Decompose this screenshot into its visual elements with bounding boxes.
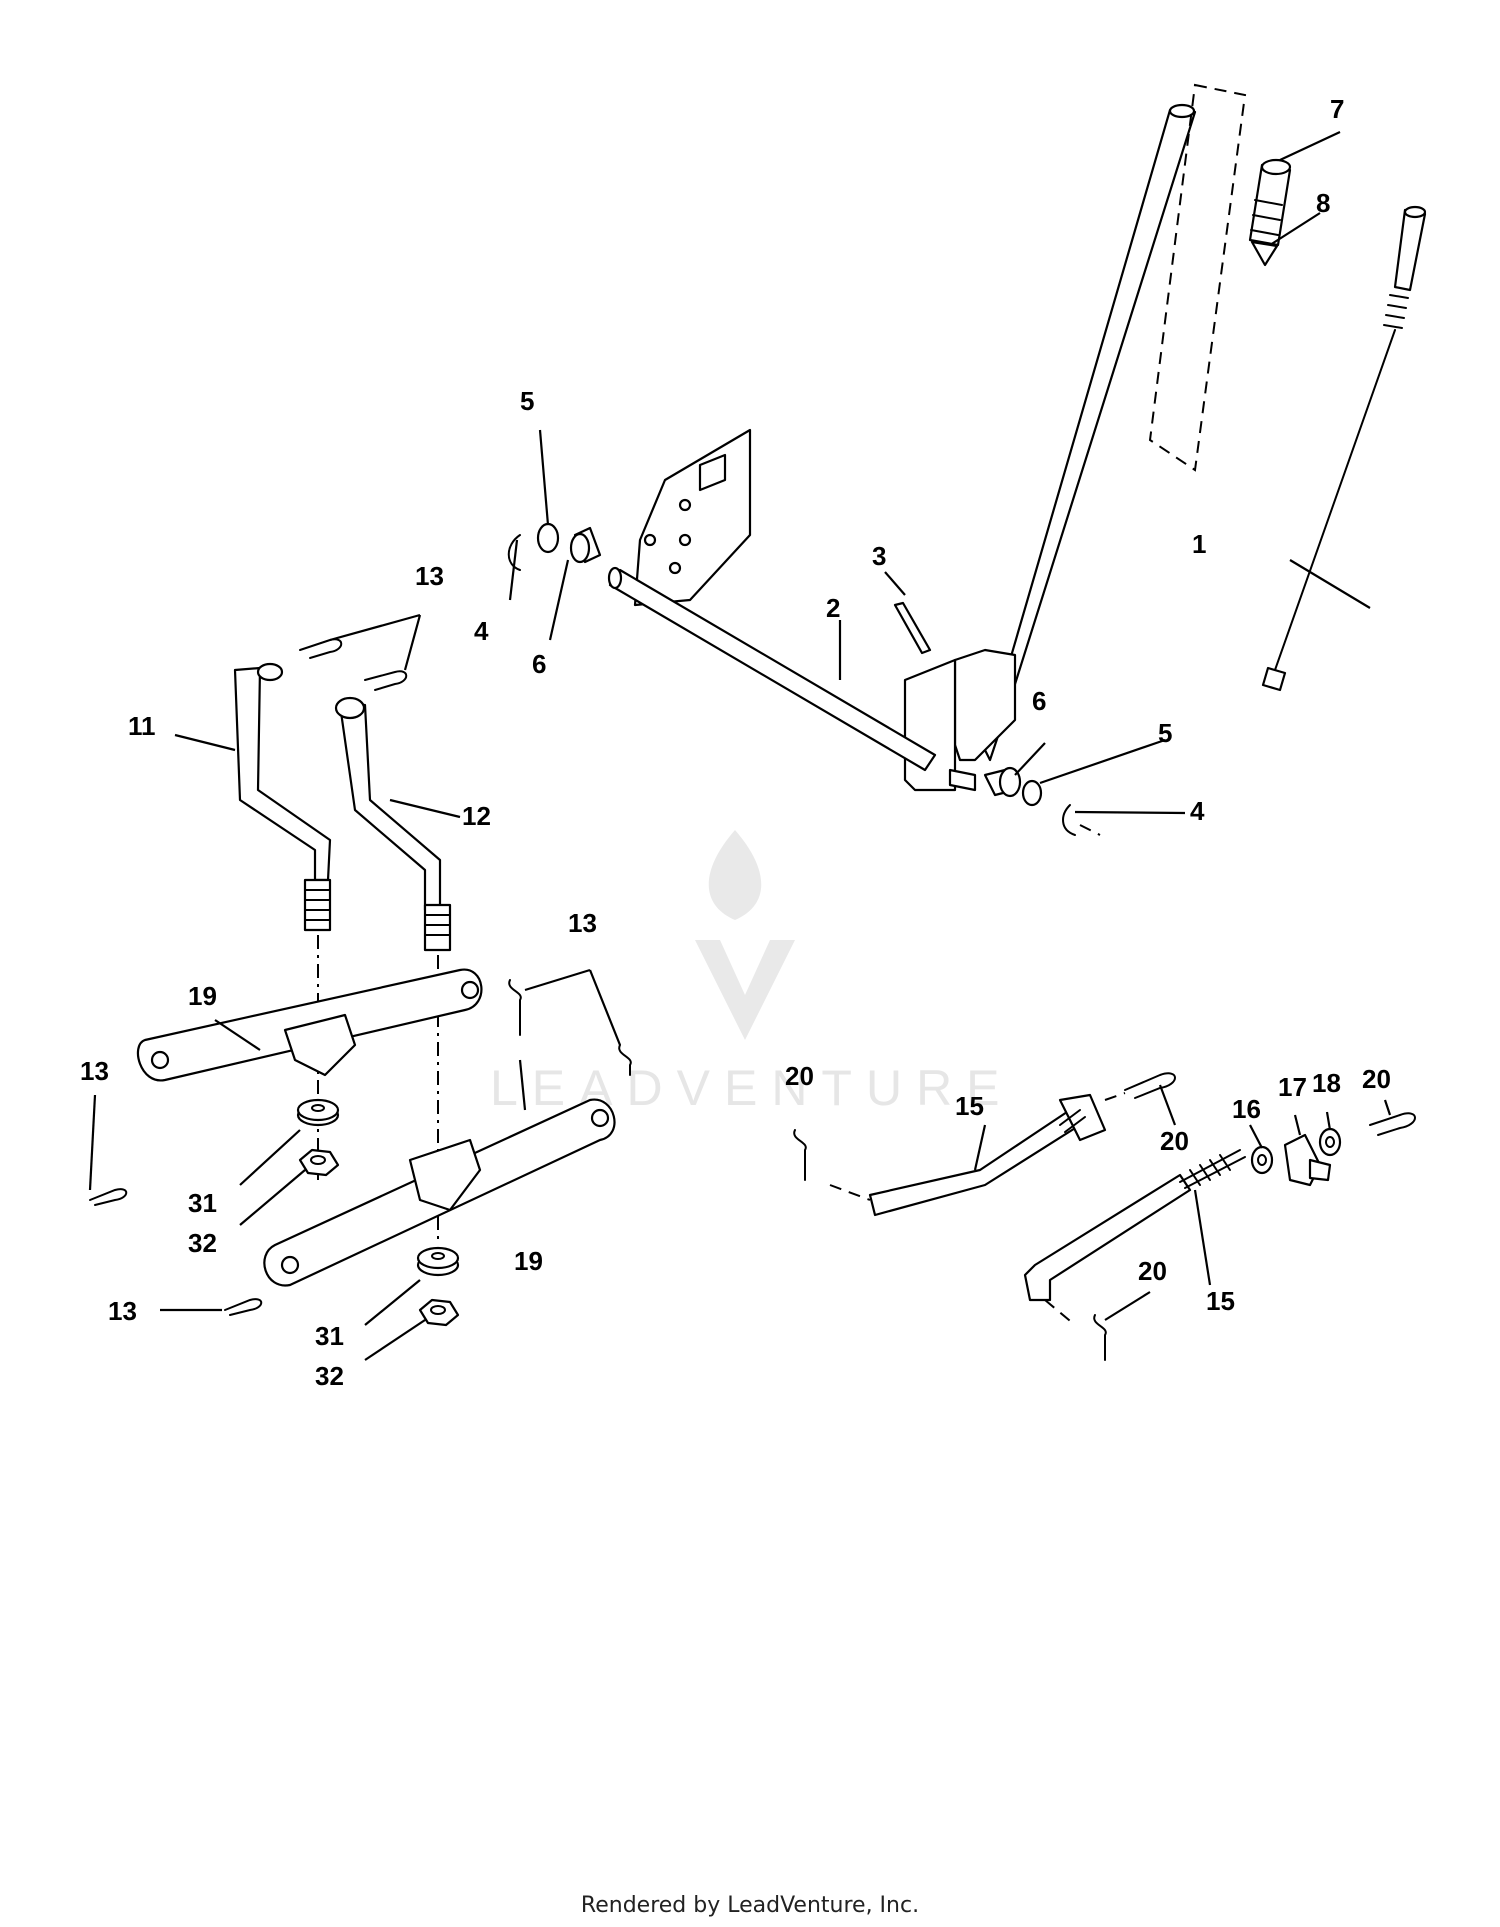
roll-pin (893, 601, 932, 655)
callout-20-right: 20 (1362, 1064, 1391, 1094)
hairpin-clips-20 (793, 1072, 1416, 1361)
callout-13-bottom: 13 (108, 1296, 137, 1326)
callout-20-left: 20 (785, 1061, 814, 1091)
callout-13-left: 13 (80, 1056, 109, 1086)
footer-credit: Rendered by LeadVenture, Inc. (580, 1893, 920, 1918)
lift-arm-19-upper (136, 968, 483, 1082)
callout-17: 17 (1278, 1072, 1307, 1102)
hairpin-clips-13-top (299, 638, 408, 691)
callout-2: 2 (826, 593, 840, 623)
trunnion-17 (1283, 1133, 1332, 1187)
callout-12: 12 (462, 801, 491, 831)
washer-18 (1318, 1127, 1342, 1157)
callout-31-upper: 31 (188, 1188, 217, 1218)
mounting-plate (633, 428, 752, 607)
callout-8: 8 (1316, 188, 1330, 218)
callout-3: 3 (872, 541, 886, 571)
callout-11: 11 (128, 711, 156, 741)
hairpin-clips-13-lower (89, 979, 632, 1316)
callout-6-right: 6 (1032, 686, 1046, 716)
lift-lever (903, 103, 1197, 792)
callout-5-right: 5 (1158, 718, 1172, 748)
callout-5-left: 5 (520, 386, 534, 416)
callout-32-lower: 32 (315, 1361, 344, 1391)
bushing-31-lower (416, 1246, 460, 1277)
drive-rod-15-lower (1023, 1149, 1246, 1326)
callout-4-right: 4 (1190, 796, 1205, 826)
callout-31-lower: 31 (315, 1321, 344, 1351)
leader-lines (88, 131, 1392, 1361)
nut-32-lower (418, 1298, 460, 1327)
callout-15-lower: 15 (1206, 1286, 1235, 1316)
watermark-text: LEADVENTURE (490, 1060, 1014, 1116)
left-shaft-hardware (507, 522, 602, 571)
callout-20-lower: 20 (1138, 1256, 1167, 1286)
callout-7: 7 (1330, 94, 1344, 124)
right-shaft-hardware (948, 766, 1101, 836)
callout-13-top: 13 (415, 561, 444, 591)
callout-19-upper: 19 (188, 981, 217, 1011)
callout-1: 1 (1192, 529, 1206, 559)
lift-cable (1261, 205, 1427, 692)
watermark: LEADVENTURE (490, 830, 1014, 1116)
callout-16: 16 (1232, 1094, 1261, 1124)
callout-18: 18 (1312, 1068, 1341, 1098)
handle-grip (1148, 83, 1292, 472)
bushing-31-upper (296, 1098, 340, 1127)
callout-labels: 1 2 3 4 4 5 5 6 6 7 8 11 12 13 13 13 13 … (80, 94, 1391, 1391)
callout-20-upper: 20 (1160, 1126, 1189, 1156)
callout-13-middle: 13 (568, 908, 597, 938)
callout-6-left: 6 (532, 649, 546, 679)
callout-19-lower: 19 (514, 1246, 543, 1276)
drive-rod-15-upper (829, 1092, 1126, 1217)
callout-4-left: 4 (474, 616, 489, 646)
cross-shaft (607, 566, 937, 772)
washer-16 (1250, 1145, 1274, 1175)
callout-15-upper: 15 (955, 1091, 984, 1121)
nut-32-upper (298, 1148, 340, 1177)
lift-arm-19-lower (263, 1098, 616, 1287)
callout-32-upper: 32 (188, 1228, 217, 1258)
